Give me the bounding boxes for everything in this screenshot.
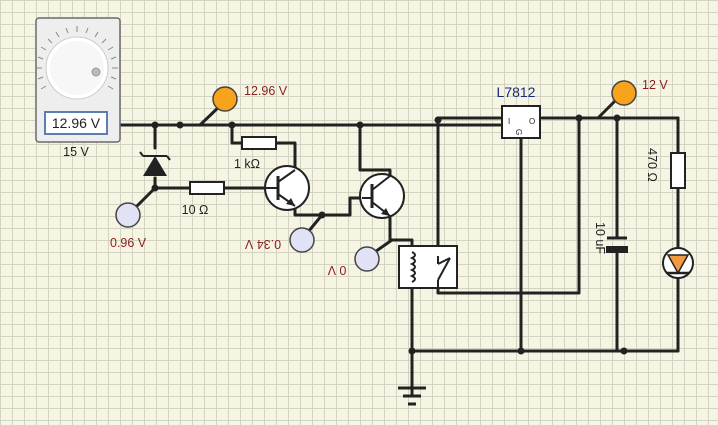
probe-q2-label: 0 V [327,263,346,277]
probe-top-left[interactable]: 12.96 V [212,84,288,112]
led[interactable] [662,247,694,279]
capacitor[interactable]: 10 uF [593,222,628,254]
probe-transistor2[interactable]: 0 V [327,246,380,277]
reg-pin-gnd: G [514,129,523,135]
junction-dot [575,114,583,122]
relay-coil [409,251,416,283]
probe-diode-node[interactable]: 0.96 V [110,202,147,250]
probe-q1-label: 0.34 V [244,237,281,251]
junctions [151,114,628,355]
transistor-q1[interactable] [264,165,310,211]
cap-label: 10 uF [593,222,607,254]
junction-dot [318,211,326,219]
junction-dot [613,114,621,122]
probe-top-left-label: 12.96 V [244,84,288,98]
junction-dot [151,184,159,192]
resistor-10[interactable]: 10 Ω [182,181,225,217]
probe-top-right[interactable]: 12 V [611,78,668,106]
zener-diode[interactable] [139,151,171,176]
wire-r1-left [230,123,244,145]
resistor-1k[interactable]: 1 kΩ [234,136,277,171]
knob-ticks [37,26,118,90]
wire-q2-relay [388,216,414,250]
relay[interactable] [398,245,458,289]
wire-r1-right [274,141,297,172]
ground-symbol[interactable] [398,386,426,406]
relay-switch [437,257,451,265]
knob-indicator [91,67,101,77]
wire-q2-collector [358,123,392,178]
reg-pin-in: I [508,117,510,126]
regulator-l7812[interactable]: L7812 I O G [497,84,541,139]
junction-dot [151,121,159,129]
probe-diode-label: 0.96 V [110,236,147,250]
wire-probe-q1 [306,213,324,234]
junction-dot [408,347,416,355]
probe-top-right-label: 12 V [642,78,668,92]
junction-dot [356,121,364,129]
probe-transistor1[interactable]: 0.34 V [244,227,315,253]
wire-diode-bottom [153,176,192,190]
wire-relay-out [436,116,581,295]
r1-label: 1 kΩ [234,157,260,171]
junction-dot [434,116,442,124]
voltage-source[interactable]: 12.96 V 15 V [35,17,121,159]
junction-dot [228,121,236,129]
junction-dot [517,347,525,355]
wires [118,96,680,397]
r3-label: 470 Ω [645,148,659,182]
led-body [666,254,690,275]
junction-dot [176,121,184,129]
regulator-label: L7812 [497,84,536,100]
reg-pin-out: O [529,117,535,126]
source-readout: 12.96 V [52,115,101,131]
source-rating: 15 V [63,145,89,159]
wire-q1-q2 [293,196,364,217]
resistor-470[interactable]: 470 Ω [645,148,686,189]
source-readout-box[interactable] [44,111,108,135]
r2-label: 10 Ω [182,203,209,217]
diode-triangle [143,156,167,176]
transistor-q2[interactable] [359,173,405,219]
junction-dot [620,347,628,355]
knob-face [50,41,104,95]
